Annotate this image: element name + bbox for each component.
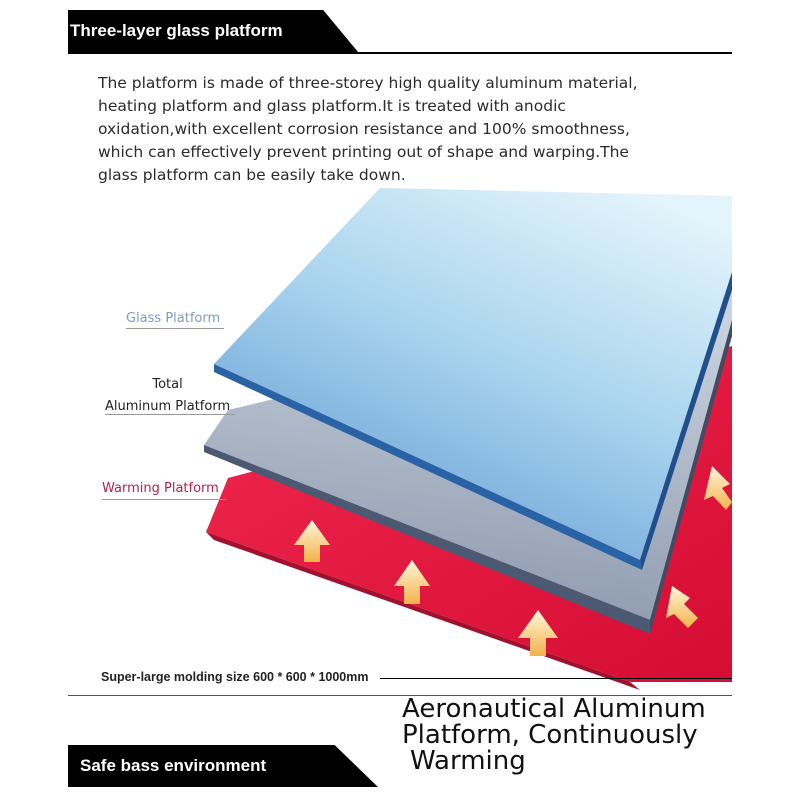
heat-arrow-icon <box>394 560 430 604</box>
header-banner: Three-layer glass platform <box>68 10 358 52</box>
molding-rule <box>380 678 732 679</box>
headline-line3: Warming <box>410 746 526 776</box>
label-aluminum-underline <box>105 414 235 415</box>
heat-arrow-icon <box>666 586 698 628</box>
footer-banner: Safe bass environment <box>68 745 378 787</box>
headline-line1: Aeronautical Aluminum <box>402 694 706 724</box>
heat-arrow-icon <box>704 466 732 510</box>
glass-platform <box>214 188 732 570</box>
label-warming-platform: Warming Platform <box>102 481 219 496</box>
heat-arrow-icon <box>294 520 330 562</box>
label-glass-line <box>126 328 224 329</box>
header-title: Three-layer glass platform <box>70 21 283 40</box>
label-glass-platform: Glass Platform <box>126 311 221 326</box>
description-line: glass platform can be easily take down. <box>98 166 406 184</box>
footer-title: Safe bass environment <box>80 756 267 775</box>
description-line: The platform is made of three-storey hig… <box>98 74 638 92</box>
header-rule <box>68 52 732 54</box>
description-line: heating platform and glass platform.It i… <box>98 97 566 115</box>
label-aluminum-line2: Aluminum Platform <box>105 399 231 414</box>
label-aluminum-platform: Total Aluminum Platform <box>105 374 230 418</box>
label-warming-line <box>102 499 226 500</box>
description-text: The platform is made of three-storey hig… <box>98 72 738 187</box>
heat-arrow-icon <box>518 610 558 656</box>
heat-arrows <box>294 466 732 656</box>
section-rule <box>68 695 732 696</box>
label-aluminum-line1: Total <box>152 377 183 392</box>
molding-size-text: Super-large molding size 600 * 600 * 100… <box>101 670 369 684</box>
description-line: which can effectively prevent printing o… <box>98 143 629 161</box>
headline: Aeronautical Aluminum Platform, Continuo… <box>402 696 706 774</box>
headline-line2: Platform, Continuously <box>402 720 698 750</box>
description-line: oxidation,with excellent corrosion resis… <box>98 120 630 138</box>
